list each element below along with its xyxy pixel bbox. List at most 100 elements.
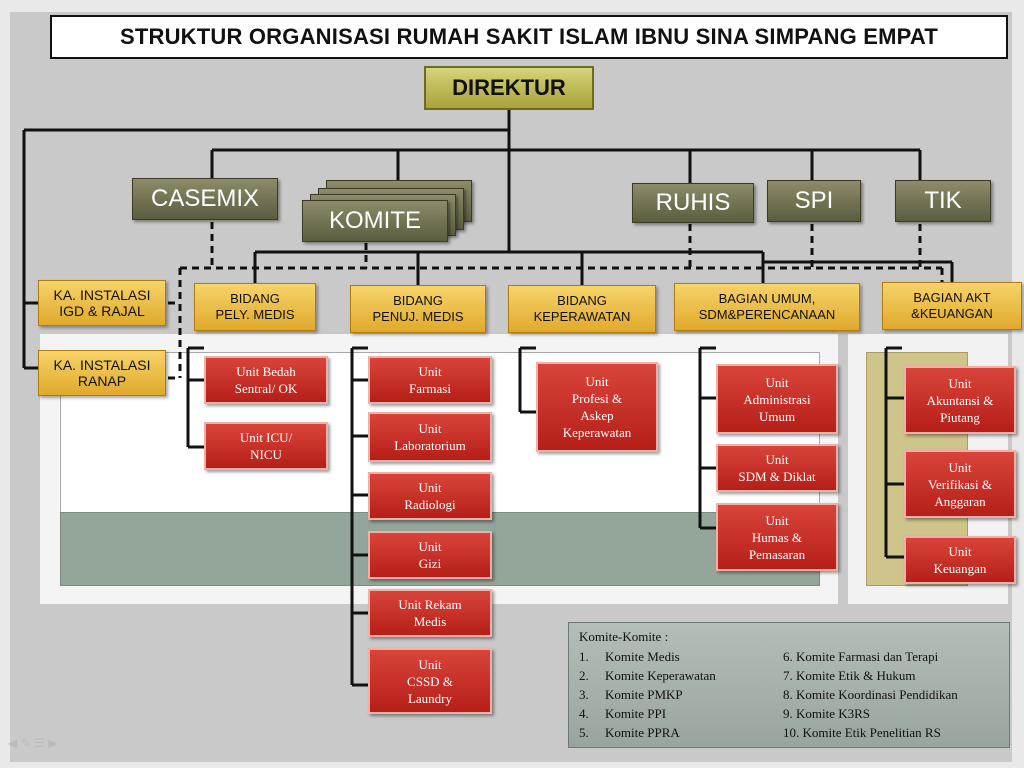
unit-gizi-line2: Gizi [418, 556, 442, 571]
unit-cssd-line3: Laundry [407, 690, 453, 706]
komite-legend-right: 6. Komite Farmasi dan Terapi 7. Komite E… [783, 647, 958, 742]
komite-name: Komite PMKP [605, 687, 683, 702]
bidang-keperawatan-line1: BIDANG [557, 293, 607, 308]
ruhis-box: RUHIS [632, 183, 754, 223]
instalasi-ranap-line2: RANAP [77, 373, 127, 389]
bidang-keperawatan-line2: KEPERAWATAN [533, 309, 631, 324]
direktur-box: DIREKTUR [424, 66, 594, 110]
unit-radiologi-line1: Unit [418, 480, 442, 495]
unit-akuntansi-piutang: Unit Akuntansi & Piutang [904, 366, 1016, 434]
komite-legend-left: 1. Komite Medis 2. Komite Keperawatan 3.Ko… [579, 647, 716, 742]
bidang-penunjang-line1: BIDANG [393, 293, 443, 308]
komite-item: 8. Komite Koordinasi Pendidikan [783, 687, 958, 702]
instalasi-igd-line2: IGD & RAJAL [59, 303, 145, 319]
bidang-pelayanan-medis-box: BIDANG PELY. MEDIS [194, 283, 316, 331]
komite-box: KOMITE [302, 200, 448, 242]
komite-num: 2. [579, 668, 589, 683]
unit-sdm-line2: SDM & Diklat [738, 469, 816, 484]
tik-box: TIK [895, 180, 991, 222]
spi-label: SPI [794, 187, 834, 214]
unit-rekam-line1: Unit Rekam [398, 597, 462, 612]
komite-item: 7. Komite Etik & Hukum [783, 668, 916, 683]
unit-radiologi-line2: Radiologi [404, 497, 456, 512]
unit-bedah-line1: Unit Bedah [236, 364, 296, 379]
unit-verifikasi-anggaran: Unit Verifikasi & Anggaran [904, 450, 1016, 518]
unit-icu-line2: NICU [250, 447, 282, 462]
unit-cssd-laundry: Unit CSSD & Laundry [368, 648, 492, 714]
komite-item: 9. Komite K3RS [783, 706, 871, 721]
komite-item: 6. Komite Farmasi dan Terapi [783, 649, 939, 664]
unit-laboratorium: Unit Laboratorium [368, 412, 492, 462]
menu-icon[interactable]: ☰ [33, 736, 45, 750]
unit-sdm-diklat: Unit SDM & Diklat [716, 444, 838, 492]
bidang-pelayanan-line2: PELY. MEDIS [215, 307, 295, 322]
unit-rekam-medis: Unit Rekam Medis [368, 589, 492, 637]
komite-num: 5. [579, 725, 589, 740]
bidang-penunjang-medis-box: BIDANG PENUJ. MEDIS [350, 285, 486, 333]
unit-keuangan: Unit Keuangan [904, 536, 1016, 584]
unit-verifikasi-line1: Unit [948, 459, 972, 475]
unit-sdm-line1: Unit [765, 452, 789, 467]
prev-arrow-icon[interactable]: ◀ [8, 736, 18, 750]
unit-gizi: Unit Gizi [368, 531, 492, 579]
komite-name: Komite Medis [605, 649, 680, 664]
komite-num: 4. [579, 706, 589, 721]
unit-cssd-line1: Unit [418, 656, 442, 672]
unit-admin-line2: Administrasi [743, 391, 811, 407]
instalasi-igd-line1: KA. INSTALASI [53, 287, 151, 303]
unit-humas-line3: Pemasaran [748, 546, 806, 562]
unit-profesi-line2: Profesi & [571, 391, 623, 406]
instalasi-ranap-line1: KA. INSTALASI [53, 357, 151, 373]
komite-legend-header: Komite-Komite : [579, 629, 669, 644]
tik-label: TIK [924, 187, 962, 214]
bagian-akt-line2: &KEUANGAN [911, 306, 993, 321]
komite-name: Komite Keperawatan [605, 668, 716, 683]
casemix-label: CASEMIX [150, 185, 260, 212]
unit-profesi-line1: Unit [585, 374, 609, 389]
komite-item: 1. Komite Medis [579, 647, 716, 666]
komite-name: Komite PPRA [605, 725, 680, 740]
komite-item: 5. Komite PPRA [579, 723, 716, 742]
komite-item: 3.Komite PMKP [579, 685, 716, 704]
bagian-umum-line1: BAGIAN UMUM, [718, 291, 816, 306]
unit-admin-line3: Umum [758, 408, 796, 424]
unit-humas-pemasaran: Unit Humas & Pemasaran [716, 503, 838, 571]
komite-label: KOMITE [328, 207, 421, 234]
komite-item: 2. Komite Keperawatan [579, 666, 716, 685]
bidang-keperawatan-box: BIDANG KEPERAWATAN [508, 285, 656, 333]
unit-akuntansi-line1: Unit [948, 375, 972, 391]
bidang-pelayanan-line1: BIDANG [230, 291, 280, 306]
unit-bedah-sentral: Unit Bedah Sentral/ OK [204, 356, 328, 404]
unit-admin-line1: Unit [765, 374, 789, 390]
komite-num: 1. [579, 649, 589, 664]
unit-verifikasi-line3: Anggaran [934, 493, 986, 509]
instalasi-ranap-box: KA. INSTALASI RANAP [38, 350, 166, 396]
bagian-akt-keuangan-box: BAGIAN AKT &KEUANGAN [882, 282, 1022, 330]
casemix-box: CASEMIX [132, 178, 278, 220]
unit-keuangan-line1: Unit [948, 544, 972, 559]
unit-icu-line1: Unit ICU/ [239, 430, 293, 445]
unit-profesi-line3: Askep [580, 408, 614, 423]
pen-icon[interactable]: ✎ [20, 736, 31, 750]
unit-akuntansi-line2: Akuntansi & [926, 392, 994, 408]
chart-title: STRUKTUR ORGANISASI RUMAH SAKIT ISLAM IB… [50, 15, 1008, 59]
unit-rekam-line2: Medis [413, 614, 447, 629]
bagian-akt-line1: BAGIAN AKT [913, 290, 991, 305]
unit-akuntansi-line3: Piutang [940, 409, 980, 425]
instalasi-igd-rajal-box: KA. INSTALASI IGD & RAJAL [38, 280, 166, 326]
next-arrow-icon[interactable]: ▶ [48, 736, 58, 750]
unit-bedah-line2: Sentral/ OK [234, 381, 298, 396]
komite-legend: Komite-Komite : 1. Komite Medis 2. Komite … [568, 622, 1010, 748]
komite-name: Komite PPI [605, 706, 667, 721]
unit-keuangan-line2: Keuangan [933, 561, 987, 576]
spi-box: SPI [767, 180, 861, 222]
ruhis-label: RUHIS [655, 189, 731, 216]
unit-verifikasi-line2: Verifikasi & [928, 476, 992, 492]
slideshow-controls[interactable]: ◀ ✎ ☰ ▶ [8, 736, 57, 750]
unit-cssd-line2: CSSD & [407, 673, 453, 689]
unit-farmasi-line2: Farmasi [409, 381, 451, 396]
unit-humas-line2: Humas & [751, 529, 803, 545]
unit-lab-line2: Laboratorium [394, 438, 466, 453]
unit-icu-nicu: Unit ICU/ NICU [204, 422, 328, 470]
